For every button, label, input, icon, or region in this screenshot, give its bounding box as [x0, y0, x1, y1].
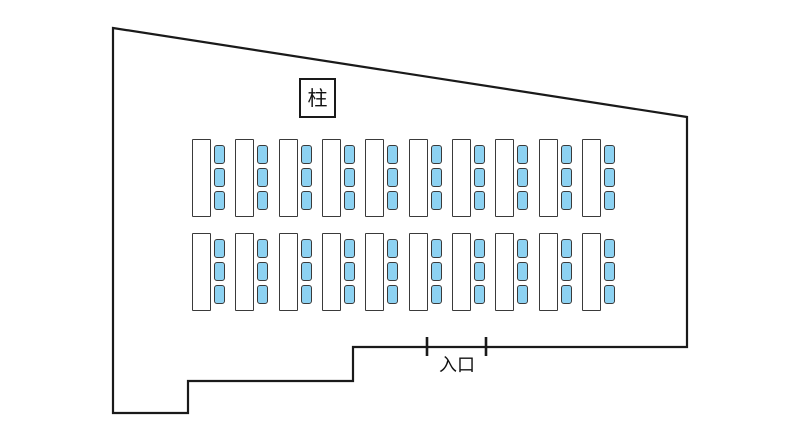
chair [343, 262, 355, 281]
chair [343, 191, 355, 210]
table [235, 233, 254, 311]
chair [343, 239, 355, 258]
chair [430, 285, 442, 304]
table [235, 139, 254, 217]
chair [386, 239, 398, 258]
chair [386, 262, 398, 281]
chair [256, 262, 268, 281]
chair [473, 168, 485, 187]
chair [256, 168, 268, 187]
chair [343, 285, 355, 304]
chair [213, 285, 225, 304]
chair [300, 168, 312, 187]
table [452, 233, 471, 311]
chair [473, 239, 485, 258]
chair [386, 191, 398, 210]
chair [603, 262, 615, 281]
chair [213, 262, 225, 281]
chair [516, 262, 528, 281]
table [539, 139, 558, 217]
table [495, 139, 514, 217]
chair [603, 145, 615, 164]
chair [560, 239, 572, 258]
chair [473, 262, 485, 281]
chair [300, 191, 312, 210]
chair [560, 168, 572, 187]
table [322, 233, 341, 311]
chair [603, 168, 615, 187]
chair [300, 285, 312, 304]
chair [473, 285, 485, 304]
chair [213, 168, 225, 187]
chair [516, 168, 528, 187]
table [452, 139, 471, 217]
table [279, 233, 298, 311]
table [365, 233, 384, 311]
chair [213, 145, 225, 164]
chair [603, 191, 615, 210]
table [409, 139, 428, 217]
chair [603, 239, 615, 258]
chair [516, 191, 528, 210]
table [539, 233, 558, 311]
table [495, 233, 514, 311]
table [409, 233, 428, 311]
table [192, 139, 211, 217]
chair [213, 239, 225, 258]
chair [256, 285, 268, 304]
chair [343, 168, 355, 187]
chair [560, 262, 572, 281]
chair [343, 145, 355, 164]
chair [386, 285, 398, 304]
chair [256, 191, 268, 210]
chair [560, 285, 572, 304]
chair [386, 145, 398, 164]
chair [473, 191, 485, 210]
chair [430, 262, 442, 281]
chair [560, 191, 572, 210]
chair [430, 145, 442, 164]
chair [300, 239, 312, 258]
pillar-label: 柱 [307, 86, 328, 110]
chair [430, 191, 442, 210]
chair [213, 191, 225, 210]
chair [300, 145, 312, 164]
chair [300, 262, 312, 281]
table [365, 139, 384, 217]
table [322, 139, 341, 217]
table [192, 233, 211, 311]
chair [386, 168, 398, 187]
chair [256, 145, 268, 164]
entrance-label: 入口 [439, 355, 475, 376]
table [582, 139, 601, 217]
chair [430, 168, 442, 187]
chair [603, 285, 615, 304]
pillar-box: 柱 [299, 78, 336, 118]
table [582, 233, 601, 311]
chair [473, 145, 485, 164]
chair [516, 285, 528, 304]
room-wall [111, 26, 689, 415]
chair [516, 145, 528, 164]
chair [560, 145, 572, 164]
chair [516, 239, 528, 258]
table [279, 139, 298, 217]
chair [430, 239, 442, 258]
chair [256, 239, 268, 258]
